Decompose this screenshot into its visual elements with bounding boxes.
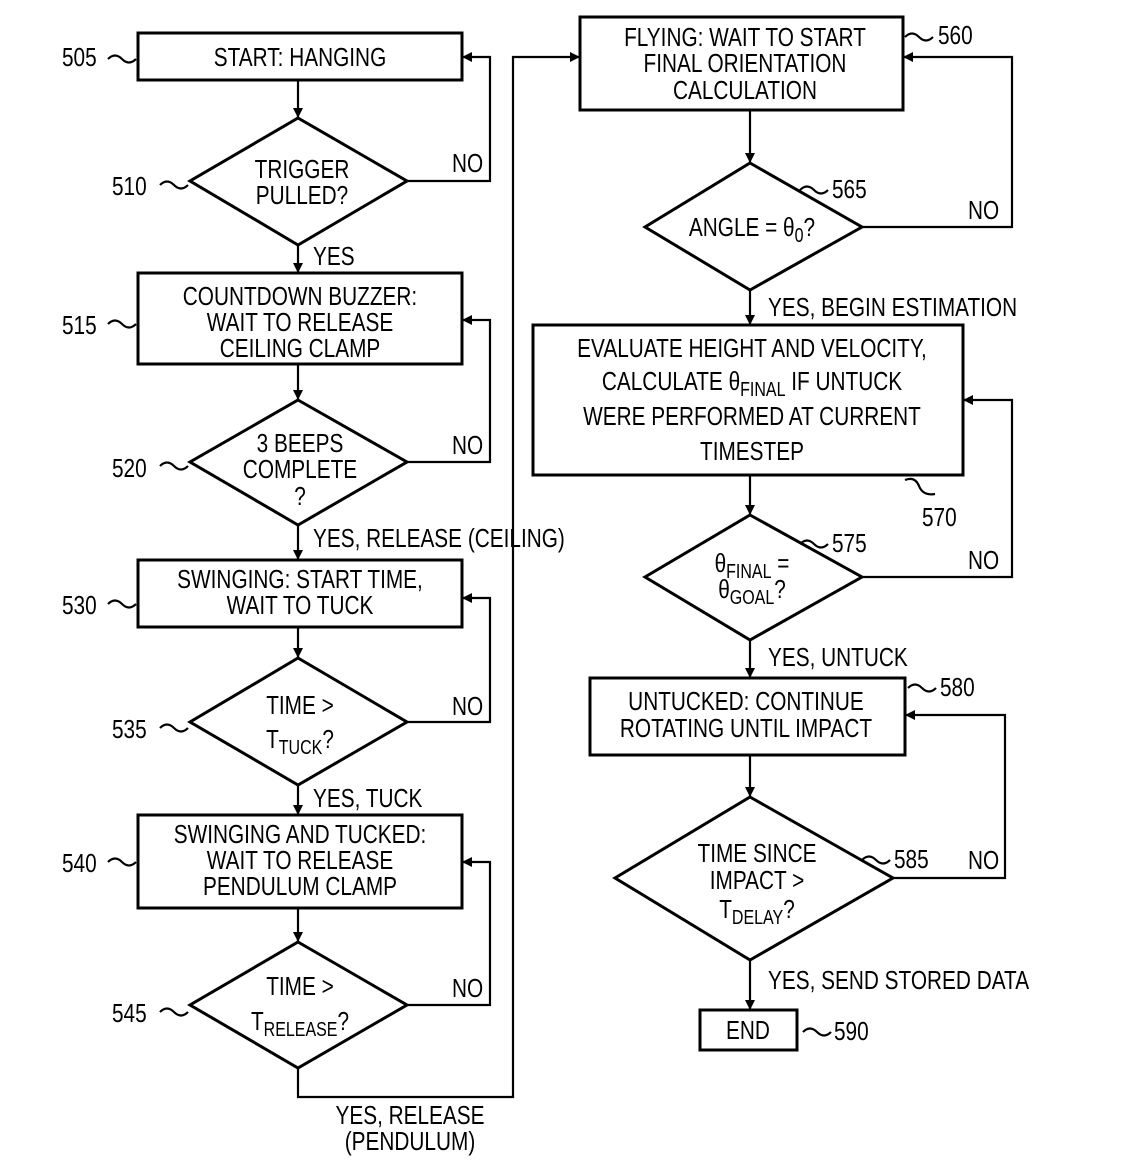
step-510-line1: TRIGGER [255, 155, 350, 184]
subscript: FINAL [740, 378, 785, 400]
ref-585: 585 [894, 845, 929, 874]
label-565-no: NO [968, 196, 999, 225]
pre: θ [715, 549, 727, 578]
ref-545: 545 [112, 999, 147, 1028]
var: T [719, 895, 732, 924]
step-510-line2: PULLED? [256, 181, 348, 210]
leader-580 [908, 685, 936, 692]
step-515-line3: CEILING CLAMP [220, 334, 381, 363]
leader-545 [160, 1009, 188, 1016]
leader-530 [108, 601, 136, 608]
leader-535 [160, 725, 188, 732]
step-585-line1: TIME SINCE [698, 839, 817, 868]
step-560-line3: CALCULATION [673, 76, 817, 105]
post: IF UNTUCK [785, 367, 902, 396]
label-510-no: NO [452, 149, 483, 178]
label-510-yes: YES [313, 242, 355, 271]
label-585-no: NO [968, 846, 999, 875]
post: = [771, 549, 789, 578]
ref-535: 535 [112, 715, 147, 744]
step-505-text: START: HANGING [214, 43, 386, 72]
ref-510: 510 [112, 172, 147, 201]
step-530-line2: WAIT TO TUCK [227, 591, 374, 620]
post: ? [774, 575, 786, 604]
label-575-yes: YES, UNTUCK [768, 643, 908, 672]
subscript: 0 [795, 224, 804, 246]
step-540-line2: WAIT TO RELEASE [207, 846, 393, 875]
step-515-line1: COUNTDOWN BUZZER: [183, 282, 417, 311]
tail: ? [337, 1007, 349, 1036]
leader-520 [160, 463, 188, 470]
label-565-yes: YES, BEGIN ESTIMATION [768, 293, 1017, 322]
label-585-yes: YES, SEND STORED DATA [768, 966, 1029, 995]
step-530-line1: SWINGING: START TIME, [177, 565, 423, 594]
step-580-line1: UNTUCKED: CONTINUE [628, 687, 864, 716]
subscript: DELAY [732, 906, 783, 928]
diamond-535 [190, 658, 407, 785]
ref-580: 580 [940, 673, 975, 702]
label-520-no: NO [452, 431, 483, 460]
step-560-line1: FLYING: WAIT TO START [624, 23, 866, 52]
subscript: TUCK [279, 736, 323, 758]
pre: CALCULATE θ [602, 367, 740, 396]
subscript: RELEASE [264, 1018, 338, 1040]
tail: ? [783, 895, 795, 924]
leader-560 [905, 34, 933, 41]
pre: θ [718, 575, 730, 604]
step-540-line1: SWINGING AND TUCKED: [174, 820, 427, 849]
subscript: FINAL [726, 560, 771, 582]
step-590-text: END [726, 1016, 770, 1045]
pre: ANGLE = θ [689, 213, 795, 242]
step-570-line4: TIMESTEP [700, 437, 804, 466]
label-535-yes: YES, TUCK [313, 784, 423, 813]
step-520-line1: 3 BEEPS [257, 429, 344, 458]
ref-505: 505 [62, 43, 97, 72]
leader-515 [108, 321, 136, 328]
label-535-no: NO [452, 692, 483, 721]
label-520-yes: YES, RELEASE (CEILING) [313, 524, 565, 553]
ref-530: 530 [62, 591, 97, 620]
var: T [266, 725, 279, 754]
subscript: GOAL [730, 586, 774, 608]
step-580-line2: ROTATING UNTIL IMPACT [620, 714, 872, 743]
step-560-line2: FINAL ORIENTATION [644, 49, 847, 78]
ref-520: 520 [112, 454, 147, 483]
ref-590: 590 [834, 1017, 869, 1046]
diamond-545 [190, 942, 407, 1068]
var: T [251, 1007, 264, 1036]
tail: ? [804, 213, 816, 242]
tail: ? [322, 725, 334, 754]
step-585-line2: IMPACT > [710, 866, 805, 895]
ref-575: 575 [832, 529, 867, 558]
ref-570: 570 [922, 503, 957, 532]
ref-560: 560 [938, 21, 973, 50]
step-520-line3: ? [294, 482, 306, 511]
step-570-line1: EVALUATE HEIGHT AND VELOCITY, [577, 334, 927, 363]
step-545-line1: TIME > [266, 972, 334, 1001]
step-515-line2: WAIT TO RELEASE [207, 308, 393, 337]
label-545-no: NO [452, 974, 483, 1003]
leader-590 [803, 1029, 831, 1036]
step-535-line1: TIME > [266, 691, 334, 720]
leader-570 [905, 479, 935, 494]
label-545-yes-line1: YES, RELEASE [335, 1101, 484, 1130]
ref-515: 515 [62, 311, 97, 340]
leader-505 [108, 56, 136, 63]
step-570-line3: WERE PERFORMED AT CURRENT [583, 402, 921, 431]
label-545-yes-line2: (PENDULUM) [345, 1127, 476, 1156]
step-540-line3: PENDULUM CLAMP [203, 872, 397, 901]
leader-540 [108, 859, 136, 866]
label-575-no: NO [968, 546, 999, 575]
leader-510 [160, 182, 188, 189]
step-520-line2: COMPLETE [243, 455, 357, 484]
ref-565: 565 [832, 175, 867, 204]
ref-540: 540 [62, 849, 97, 878]
